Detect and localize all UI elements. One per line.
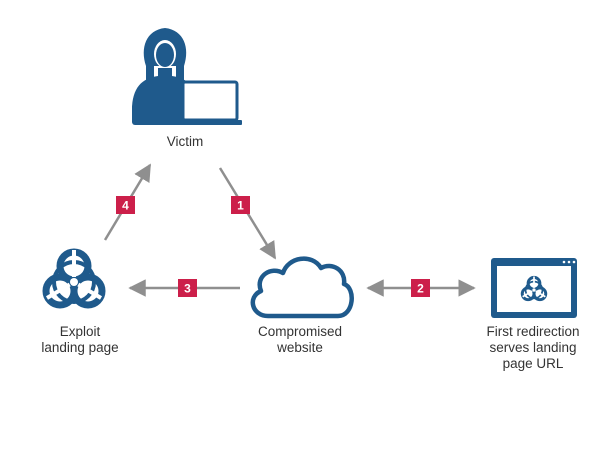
step-badge-4: 4	[116, 196, 135, 214]
step-badge-1: 1	[231, 196, 250, 214]
first-redirection-label: First redirection serves landing page UR…	[470, 324, 596, 372]
step-badge-1-number: 1	[237, 199, 244, 213]
victim-label-text: Victim	[166, 134, 204, 149]
compromised-label-line-1: Compromised	[257, 324, 343, 339]
compromised-label-line-2: website	[277, 340, 323, 355]
exploit-landing-page-label: Exploit landing page	[20, 324, 140, 356]
step-badge-3-number: 3	[184, 282, 191, 296]
cloud-icon	[250, 256, 354, 319]
redirect-label-line-2: serves landing	[489, 340, 577, 355]
step-badge-2-number: 2	[417, 282, 424, 296]
step-badge-3: 3	[178, 279, 197, 297]
compromised-website-label: Compromised website	[238, 324, 362, 356]
step-badge-4-number: 4	[122, 199, 129, 213]
person-with-laptop-icon	[132, 28, 242, 125]
redirect-label-line-1: First redirection	[486, 324, 580, 339]
browser-window-biohazard-icon	[491, 258, 577, 318]
redirect-label-line-3: page URL	[502, 356, 564, 371]
exploit-label-line-1: Exploit	[59, 324, 101, 339]
exploit-label-line-2: landing page	[41, 340, 119, 355]
step-badge-2: 2	[411, 279, 430, 297]
biohazard-icon	[42, 248, 106, 309]
victim-label: Victim	[135, 134, 235, 150]
